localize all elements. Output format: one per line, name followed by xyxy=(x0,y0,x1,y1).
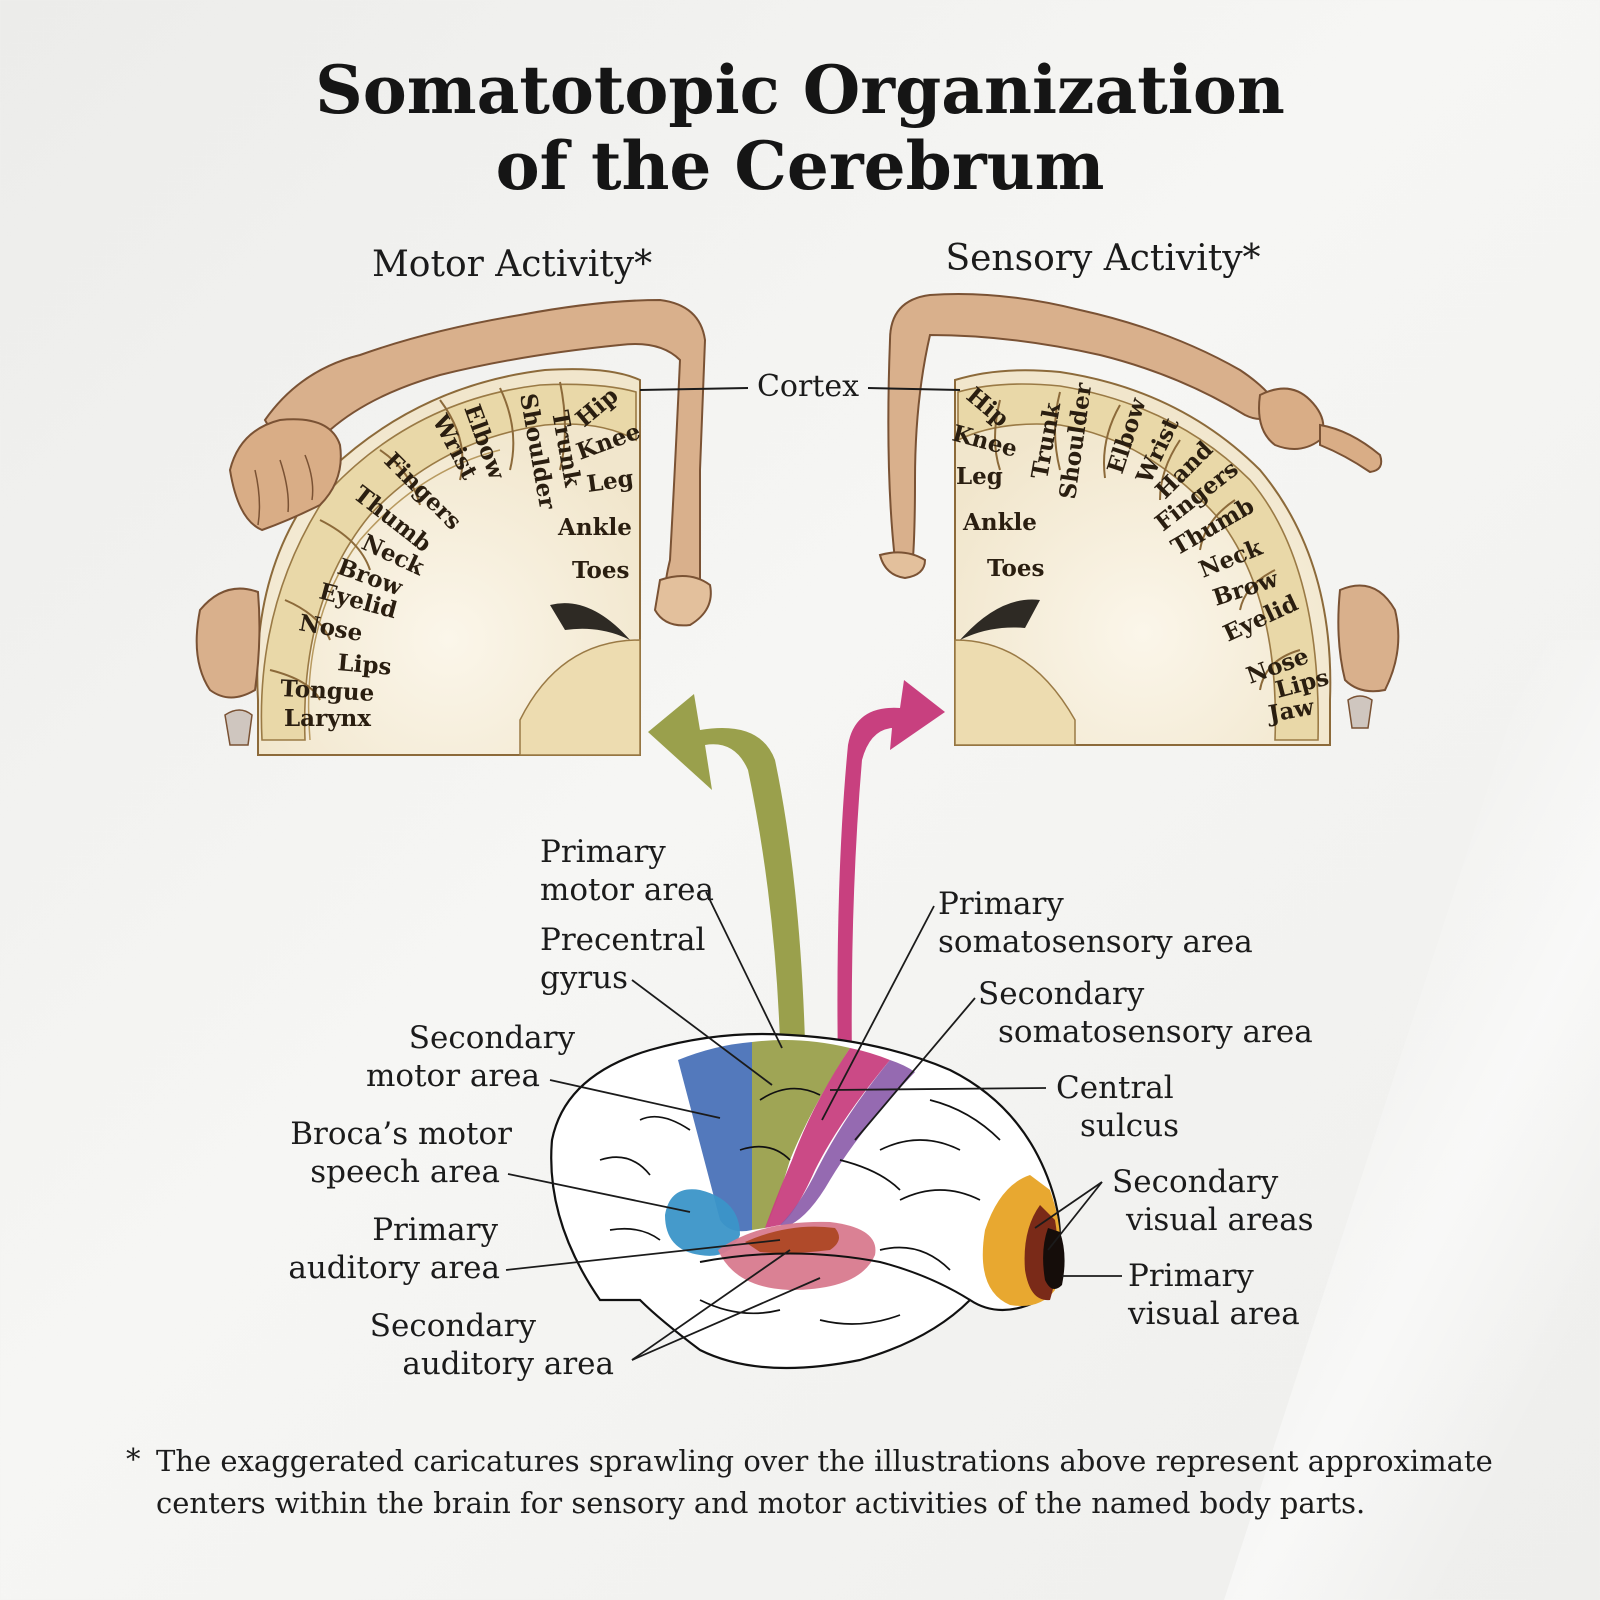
motor-label-toes: Toes xyxy=(572,557,629,584)
motor-body-part-labels: Hip Trunk Shoulder Elbow Wrist Fingers T… xyxy=(280,382,644,732)
secondary-motor-label-2: motor area xyxy=(366,1058,540,1094)
footnote-asterisk: * xyxy=(126,1442,141,1476)
cortex-callout: Cortex xyxy=(639,369,961,404)
title-line-1: Somatotopic Organization xyxy=(315,51,1285,129)
primary-visual-region xyxy=(1043,1228,1065,1289)
lateral-fissure xyxy=(699,1252,971,1301)
broca-label-2: speech area xyxy=(310,1154,500,1190)
footnote-text: The exaggerated caricatures sprawling ov… xyxy=(156,1444,1493,1520)
primary-auditory-label-1: Primary xyxy=(372,1212,498,1248)
motor-label-larynx: Larynx xyxy=(284,705,371,732)
broca-region xyxy=(665,1189,740,1256)
secondary-visual-label-2: visual areas xyxy=(1125,1202,1314,1238)
cortex-label: Cortex xyxy=(757,369,859,404)
motor-arrow xyxy=(648,694,805,1042)
lateral-brain xyxy=(550,1032,1065,1370)
title-line-2: of the Cerebrum xyxy=(495,127,1105,205)
central-sulcus-label-2: sulcus xyxy=(1080,1108,1179,1144)
broca-label-1: Broca’s motor xyxy=(290,1116,512,1152)
motor-activity-heading: Motor Activity* xyxy=(372,244,652,285)
primary-somatosensory-region xyxy=(765,1048,890,1228)
secondary-auditory-label-2: auditory area xyxy=(402,1346,614,1382)
primary-auditory-label-2: auditory area xyxy=(288,1250,500,1286)
primary-auditory-region xyxy=(745,1226,839,1254)
motor-label-leg: Leg xyxy=(585,465,635,498)
motor-label-ankle: Ankle xyxy=(557,514,632,541)
precentral-label-2: gyrus xyxy=(540,960,628,996)
primary-motor-label-2: motor area xyxy=(540,872,714,908)
motor-label-tongue: Tongue xyxy=(280,675,375,707)
primary-visual-label-2: visual area xyxy=(1127,1296,1300,1332)
footnote: * The exaggerated caricatures sprawling … xyxy=(126,1440,1540,1524)
primary-motor-region xyxy=(752,1040,850,1230)
precentral-label-1: Precentral xyxy=(540,922,705,958)
secondary-somatosensory-label-1: Secondary xyxy=(978,976,1145,1012)
primary-motor-label-1: Primary xyxy=(540,834,666,870)
sensory-label-leg: Leg xyxy=(956,463,1003,490)
secondary-visual-label-1: Secondary xyxy=(1112,1164,1279,1200)
brain-callouts: Primary motor area Precentral gyrus Seco… xyxy=(288,834,1313,1382)
sensory-arrow xyxy=(837,680,945,1070)
sensory-label-toes: Toes xyxy=(987,555,1044,582)
secondary-somatosensory-label-2: somatosensory area xyxy=(998,1014,1313,1050)
central-sulcus-label-1: Central xyxy=(1056,1070,1174,1106)
secondary-auditory-label-1: Secondary xyxy=(370,1308,537,1344)
sensory-label-ankle: Ankle xyxy=(962,509,1037,536)
secondary-somatosensory-region xyxy=(780,1060,915,1225)
primary-somatosensory-label-2: somatosensory area xyxy=(938,924,1253,960)
motor-label-lips: Lips xyxy=(336,649,392,681)
poster-title: Somatotopic Organization of the Cerebrum xyxy=(0,52,1600,204)
secondary-motor-label-1: Secondary xyxy=(409,1020,576,1056)
motor-cortex-section xyxy=(195,298,712,756)
primary-visual-label-1: Primary xyxy=(1128,1258,1254,1294)
sensory-activity-heading: Sensory Activity* xyxy=(945,238,1260,279)
primary-somatosensory-label-1: Primary xyxy=(938,886,1064,922)
secondary-motor-region xyxy=(678,1042,752,1232)
